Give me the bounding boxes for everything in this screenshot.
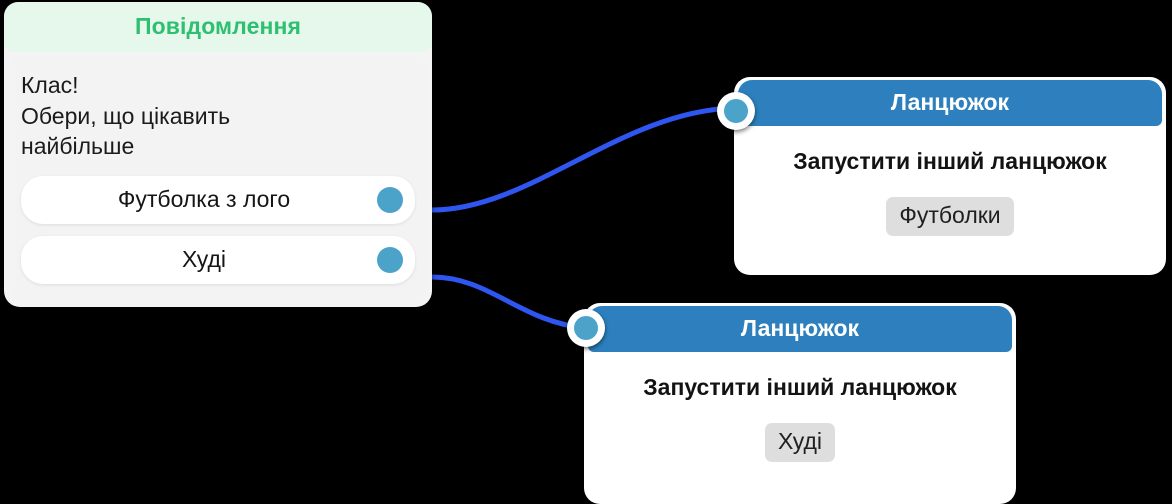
chain-node-chip[interactable]: Худі <box>764 423 836 462</box>
chain-node-header: Ланцюжок <box>738 80 1162 126</box>
message-node[interactable]: Повідомлення Клас! Обери, що цікавить на… <box>4 2 432 307</box>
chain-node-chip[interactable]: Футболки <box>886 197 1014 236</box>
message-node-body: Клас! Обери, що цікавить найбільше Футбо… <box>9 56 427 298</box>
input-port-dot-chain2[interactable] <box>567 309 605 347</box>
input-port-dot-chain1[interactable] <box>717 92 755 130</box>
edge-tshirt-to-chain1 <box>429 105 736 213</box>
option-button-tshirt[interactable]: Футболка з лого <box>21 175 415 224</box>
chain-node-body: Запустити інший ланцюжок Худі <box>584 352 1016 478</box>
output-port-dot-tshirt[interactable] <box>377 186 403 213</box>
chain-node-body: Запустити інший ланцюжок Футболки <box>734 126 1166 252</box>
chain-node-tshirts[interactable]: Ланцюжок Запустити інший ланцюжок Футбол… <box>734 77 1166 275</box>
message-node-text: Клас! Обери, що цікавить найбільше <box>21 72 231 160</box>
message-node-header: Повідомлення <box>4 2 432 52</box>
option-label: Худі <box>181 246 227 273</box>
option-button-hoodie[interactable]: Худі <box>21 235 415 284</box>
chain-node-hoodies[interactable]: Ланцюжок Запустити інший ланцюжок Худі <box>584 303 1016 504</box>
output-port-dot-hoodie[interactable] <box>377 246 403 273</box>
chain-node-header: Ланцюжок <box>588 306 1012 352</box>
chain-node-action: Запустити інший ланцюжок <box>793 148 1107 174</box>
option-label: Футболка з лого <box>117 186 291 213</box>
chain-node-action: Запустити інший ланцюжок <box>643 374 957 400</box>
edge-hoodie-to-chain2 <box>429 274 589 331</box>
